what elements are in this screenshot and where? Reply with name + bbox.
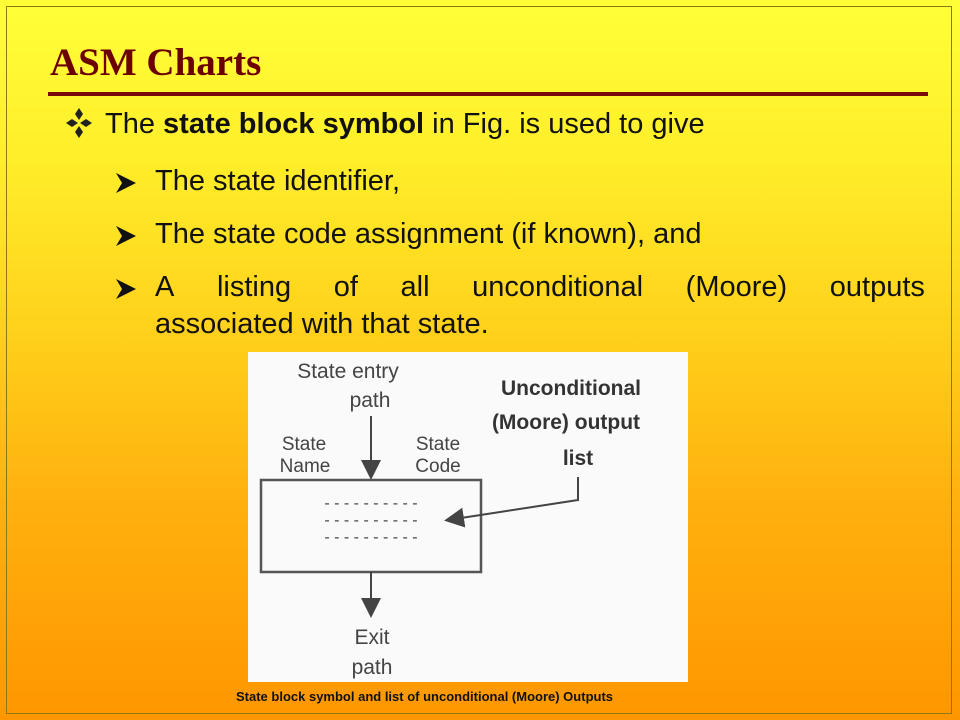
sub-bullet-3-first-line: A listing of all unconditional (Moore) o… (155, 271, 925, 304)
state-block-figure: State entry path Unconditional (Moore) o… (248, 352, 688, 682)
slide-title: ASM Charts (50, 41, 262, 84)
word: (Moore) (685, 271, 788, 303)
output-label-2: (Moore) output (492, 411, 640, 434)
output-dashes-2: - - - - - - - - - - (324, 512, 417, 529)
arrow-right-icon (116, 226, 136, 246)
state-code-2: Code (415, 456, 460, 477)
word: A (155, 271, 175, 303)
entry-label-1: State entry (297, 360, 399, 383)
word: unconditional (472, 271, 644, 303)
sub-bullet-3-continuation: associated with that state. (155, 308, 489, 340)
main-bullet-prefix: The (105, 108, 164, 140)
word: of (333, 271, 358, 303)
four-diamond-icon (66, 108, 92, 138)
exit-label-1: Exit (354, 626, 389, 649)
sub-bullet-2: The state code assignment (if known), an… (155, 218, 702, 250)
word: listing (216, 271, 292, 303)
output-dashes-1: - - - - - - - - - - (324, 495, 417, 512)
figure-caption: State block symbol and list of unconditi… (236, 689, 614, 704)
output-pointer-arrow (444, 477, 579, 528)
main-bullet-text: The state block symbol in Fig. is used t… (105, 108, 705, 141)
word: outputs (829, 271, 925, 303)
state-block-diagram: State entry path Unconditional (Moore) o… (259, 360, 641, 679)
arrow-right-icon (116, 279, 136, 299)
exit-label-2: path (352, 656, 393, 679)
state-name-1: State (282, 434, 326, 455)
output-label-1: Unconditional (501, 377, 641, 400)
output-dashes-3: - - - - - - - - - - (324, 529, 417, 546)
entry-label-2: path (350, 389, 391, 412)
title-divider (48, 92, 928, 96)
arrow-right-icon (116, 173, 136, 193)
output-label-3: list (563, 447, 593, 470)
word: all (400, 271, 430, 303)
main-bullet-suffix: in Fig. is used to give (424, 108, 705, 140)
sub-bullet-3: A listing of all unconditional (Moore) o… (155, 271, 925, 341)
state-code-1: State (416, 434, 460, 455)
sub-bullet-1: The state identifier, (155, 165, 401, 197)
state-name-2: Name (280, 456, 331, 477)
main-bullet-bold: state block symbol (163, 108, 425, 140)
